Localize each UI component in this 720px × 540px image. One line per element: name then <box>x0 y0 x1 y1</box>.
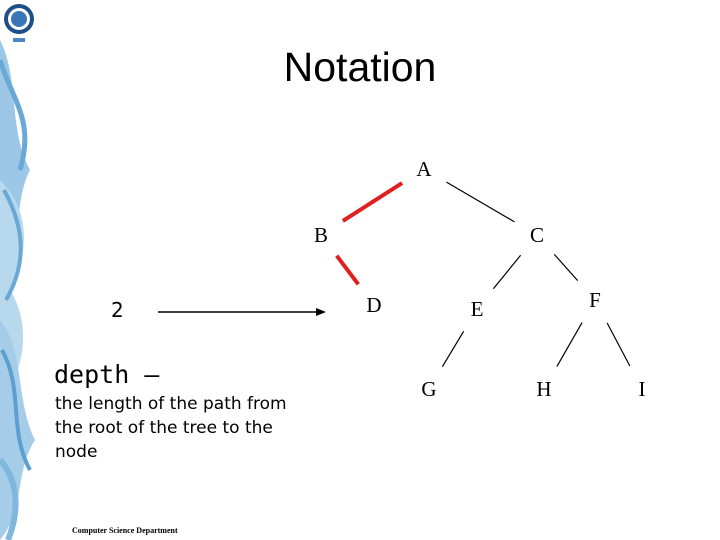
tree-edges <box>337 182 630 367</box>
edge-C-E <box>493 255 520 289</box>
edge-E-G <box>442 331 463 366</box>
footer-text: Computer Science Department <box>72 526 178 535</box>
node-e: E <box>471 297 484 321</box>
depth-heading: depth – <box>54 360 159 389</box>
edge-A-C <box>446 182 514 222</box>
edge-C-F <box>554 254 577 280</box>
edge-F-H <box>557 323 582 367</box>
node-a: A <box>416 157 432 181</box>
depth-arrow-head <box>316 308 326 316</box>
depth-value: 2 <box>111 298 124 322</box>
edge-B-D <box>337 256 359 285</box>
edge-F-I <box>607 323 630 366</box>
edge-A-B <box>343 183 402 221</box>
tree-nodes: A B C D E F G H I <box>314 157 646 401</box>
node-c: C <box>530 223 544 247</box>
node-b: B <box>314 223 328 247</box>
node-h: H <box>536 377 551 401</box>
node-i: I <box>639 377 646 401</box>
node-d: D <box>366 293 381 317</box>
node-f: F <box>589 288 601 312</box>
node-g: G <box>421 377 436 401</box>
depth-description: the length of the path from the root of … <box>55 392 315 464</box>
